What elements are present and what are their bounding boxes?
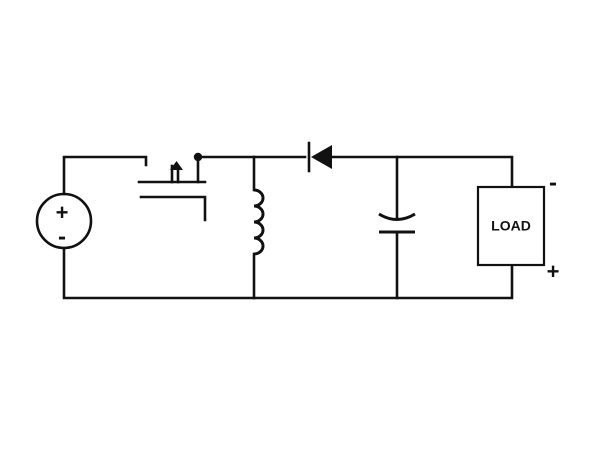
load: LOAD bbox=[476, 185, 546, 267]
mosfet-gate bbox=[139, 195, 207, 222]
inductor-coil bbox=[253, 188, 265, 256]
wires bbox=[62, 155, 514, 300]
voltage-source: + - bbox=[35, 192, 93, 250]
capacitor bbox=[378, 212, 416, 234]
diode-triangle bbox=[311, 145, 332, 169]
wire-top-left bbox=[62, 155, 148, 196]
load-box bbox=[476, 185, 546, 267]
inductor bbox=[253, 188, 265, 256]
capacitor-curved-plate bbox=[378, 212, 416, 221]
output-positive-label: + bbox=[547, 259, 560, 284]
diode bbox=[307, 141, 332, 173]
source-positive-label: + bbox=[56, 200, 69, 225]
mosfet-body-diode-arrow bbox=[170, 161, 183, 170]
wire-diode-to-load bbox=[331, 155, 514, 189]
output-negative-label: - bbox=[549, 169, 557, 196]
mosfet-switch bbox=[137, 161, 207, 222]
voltage-source-circle bbox=[35, 192, 93, 250]
load-label: LOAD bbox=[491, 218, 531, 234]
wire-bottom-rail bbox=[62, 246, 514, 300]
source-negative-label: - bbox=[58, 223, 66, 250]
wire-mosfet-source-to-node bbox=[196, 155, 307, 184]
junction-dot bbox=[193, 152, 203, 162]
